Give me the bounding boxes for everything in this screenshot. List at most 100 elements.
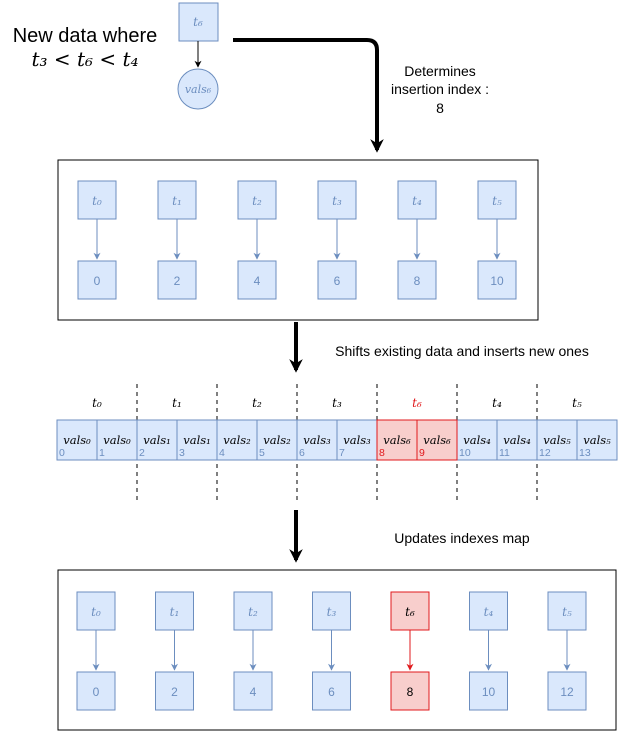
array-cell — [96, 419, 138, 461]
array-cell — [336, 419, 378, 461]
group-key-label: t₃ — [332, 396, 342, 410]
map-key-node — [317, 180, 357, 220]
array-cell-index: 6 — [299, 447, 305, 459]
map-key-label: t₁ — [172, 194, 182, 208]
new-key-label: t₆ — [193, 15, 203, 29]
array-cell-label: vals₁ — [143, 433, 171, 447]
array-cell-label: vals₂ — [263, 433, 291, 447]
group-key-label: t₅ — [572, 396, 582, 410]
array-cell — [416, 419, 458, 461]
array-cell — [136, 419, 178, 461]
determine-index: 8 — [436, 100, 444, 116]
array-cell-index: 9 — [419, 447, 425, 459]
array-cell-index: 0 — [59, 447, 65, 459]
array-cell — [216, 419, 258, 461]
map-key-label: t₆ — [405, 605, 415, 619]
map-value-label: 10 — [482, 685, 496, 699]
map-value-label: 12 — [560, 685, 574, 699]
array-cell — [256, 419, 298, 461]
map-key-label: t₂ — [252, 194, 262, 208]
map-value-label: 0 — [94, 274, 101, 288]
map-key-node — [397, 180, 437, 220]
array-cell — [376, 419, 418, 461]
map-value-node — [390, 671, 430, 711]
determine-arrow — [233, 38, 384, 153]
array-cell-label: vals₃ — [303, 433, 331, 447]
map-value-label: 2 — [174, 274, 181, 288]
new-value-node — [177, 68, 219, 110]
new-key-node — [178, 2, 219, 42]
array-cell-index: 8 — [379, 447, 385, 459]
map-value-node — [477, 260, 517, 300]
array-cell-label: vals₆ — [383, 433, 411, 447]
map-value-node — [77, 260, 117, 300]
array-cell — [456, 419, 498, 461]
map-value-node — [76, 671, 116, 711]
new-value-label: vals₆ — [185, 83, 212, 96]
map-value-node — [469, 671, 508, 711]
group-key-label: t₆ — [412, 396, 422, 410]
map-key-label: t₀ — [91, 605, 101, 619]
array-cell-label: vals₄ — [503, 433, 531, 447]
array-cell-index: 5 — [259, 447, 265, 459]
header-condition: t₃ < t₆ < t₄ — [31, 47, 138, 71]
map-value-label: 10 — [490, 274, 504, 288]
map-key-node — [237, 180, 277, 220]
map-value-label: 6 — [328, 685, 335, 699]
array-cell-label: vals₀ — [103, 433, 131, 447]
map-value-label: 0 — [93, 685, 100, 699]
map-value-node — [237, 260, 277, 300]
group-key-label: t₄ — [492, 396, 502, 410]
array-cell — [296, 419, 338, 461]
group-key-label: t₁ — [172, 396, 182, 410]
map-key-label: t₄ — [412, 194, 422, 208]
map-value-node — [397, 260, 437, 300]
shift-label: Shifts existing data and inserts new one… — [335, 343, 589, 359]
array-cell-label: vals₆ — [423, 433, 451, 447]
array-cell-index: 4 — [219, 447, 225, 459]
array-cell-label: vals₅ — [583, 433, 611, 447]
map-key-node — [312, 591, 351, 631]
map-key-label: t₁ — [170, 605, 180, 619]
array-cell-label: vals₁ — [183, 433, 211, 447]
map-key-label: t₃ — [327, 605, 337, 619]
map-before-container — [57, 159, 539, 321]
array-cell — [56, 419, 98, 461]
header-title: New data where — [13, 25, 158, 47]
map-value-node — [312, 671, 351, 711]
map-value-label: 2 — [171, 685, 178, 699]
map-key-label: t₄ — [484, 605, 494, 619]
map-key-label: t₂ — [248, 605, 258, 619]
map-key-node — [233, 591, 273, 631]
array-cell-label: vals₂ — [223, 433, 251, 447]
map-value-label: 4 — [254, 274, 261, 288]
array-cell-label: vals₀ — [63, 433, 91, 447]
array-cell-index: 1 — [99, 447, 105, 459]
determine-label-line2: insertion index : — [391, 81, 489, 97]
array-cell-index: 11 — [499, 447, 510, 459]
update-label: Updates indexes map — [394, 530, 530, 546]
array-cell-label: vals₄ — [463, 433, 491, 447]
array-cell-index: 3 — [179, 447, 185, 459]
map-value-node — [233, 671, 273, 711]
array-cell — [176, 419, 218, 461]
map-key-node — [469, 591, 508, 631]
group-key-label: t₀ — [92, 396, 102, 410]
array-cell-index: 7 — [339, 447, 345, 459]
array-cell — [576, 419, 618, 461]
map-key-node — [155, 591, 194, 631]
map-value-node — [157, 260, 197, 300]
map-value-label: 8 — [414, 274, 421, 288]
array-cell-label: vals₃ — [343, 433, 371, 447]
determine-label-line1: Determines — [404, 63, 476, 79]
map-key-label: t₃ — [332, 194, 342, 208]
array-cell-highlight-border — [416, 419, 458, 461]
map-value-node — [155, 671, 194, 711]
map-value-node — [547, 671, 587, 711]
group-key-label: t₂ — [252, 396, 262, 410]
array-cell-index: 10 — [459, 447, 471, 459]
